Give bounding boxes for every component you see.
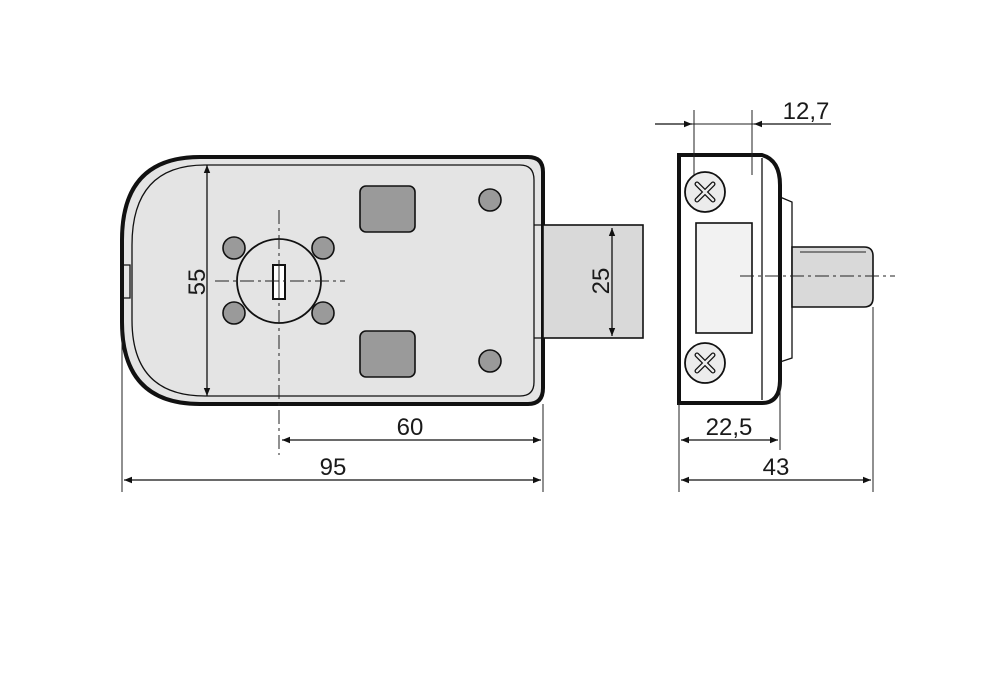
left-notch: [122, 264, 131, 299]
cylinder-pin-top-right: [311, 236, 335, 260]
side-view: 12,7 22,5 43: [655, 98, 895, 492]
lower-square-boss: [359, 330, 416, 378]
overall-width-dimension-label: 95: [320, 454, 347, 481]
lock-body-inner-contour: [131, 164, 535, 397]
overall-depth-dimension-label: 43: [763, 454, 790, 481]
lock-body: [120, 155, 545, 406]
plate-offset-dimension-label: 12,7: [783, 98, 830, 125]
cylinder-pin-bottom-right: [311, 301, 335, 325]
upper-screw-hole: [478, 188, 502, 212]
lower-screw-hole: [478, 349, 502, 373]
side-plate-window: [695, 222, 753, 334]
lower-cross-screw: [684, 342, 726, 384]
key-to-edge-dimension-label: 60: [397, 414, 424, 441]
upper-square-boss: [359, 185, 416, 233]
cylinder-pin-top-left: [222, 236, 246, 260]
body-depth-dimension-label: 22,5: [706, 414, 753, 441]
front-view: 55 25 60 95: [120, 155, 644, 492]
cylinder-pin-bottom-left: [222, 301, 246, 325]
side-back-rib: [779, 196, 793, 363]
upper-cross-screw: [684, 171, 726, 213]
bolt: [542, 224, 644, 339]
bolt-height-dimension-label: 25: [588, 268, 615, 295]
height-dimension-label: 55: [184, 269, 211, 296]
side-shaft: [791, 246, 874, 308]
